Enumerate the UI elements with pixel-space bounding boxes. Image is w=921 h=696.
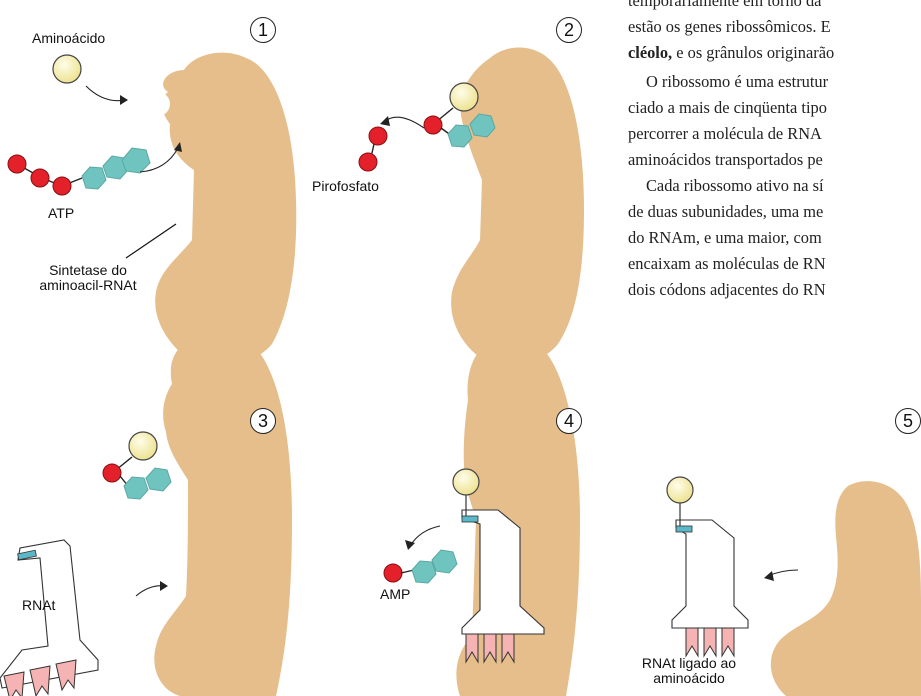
label-aminoacido: Aminoácido — [32, 30, 105, 46]
text-line-3: cléolo, e os grânulos originarão — [628, 43, 834, 63]
atp-molecule — [8, 148, 150, 195]
label-rnat-ligado: RNAt ligado ao aminoácido — [634, 656, 744, 686]
amp-molecule — [384, 550, 457, 583]
panel-2 — [359, 48, 584, 366]
label-rnat-ligado-line2: aminoácido — [634, 671, 744, 686]
pyrophosphate-molecule — [359, 127, 387, 171]
text-line-3-bold: cléolo, — [628, 43, 672, 62]
text-line-2: estão os genes ribossômicos. E — [628, 17, 831, 37]
trna-charged — [667, 477, 748, 656]
text-line-3-rest: e os grânulos originarão — [672, 43, 834, 62]
label-atp: ATP — [48, 205, 74, 221]
step-number-3: 3 — [250, 408, 276, 434]
panel-3 — [0, 332, 292, 696]
step-number-2: 2 — [556, 17, 582, 43]
text-line-11: encaixam as moléculas de RN — [628, 254, 826, 274]
text-line-8: Cada ribossomo ativo na sí — [646, 176, 824, 196]
text-line-10: do RNAm, e uma maior, com — [628, 228, 822, 248]
text-line-5: ciado a mais de cinqüenta tipo — [628, 98, 827, 118]
amino-acid-molecule — [129, 432, 157, 460]
text-line-6: percorrer a molécula de RNA — [628, 124, 822, 144]
panel-4 — [384, 338, 580, 696]
text-line-7: aminoácidos transportados pe — [628, 150, 823, 170]
label-rnat: RNAt — [22, 597, 55, 613]
synthetase-enzyme — [155, 53, 296, 366]
amino-acid-molecule — [450, 83, 478, 111]
synthetase-enzyme — [771, 481, 921, 696]
label-rnat-ligado-line1: RNAt ligado ao — [634, 656, 744, 671]
synthetase-enzyme — [154, 332, 292, 696]
text-line-12: dois códons adjacentes do RN — [628, 280, 826, 300]
step-number-1: 1 — [250, 17, 276, 43]
label-pirofosfato: Pirofosfato — [312, 178, 379, 194]
label-sintetase-line1: Sintetase do — [28, 263, 148, 278]
label-amp: AMP — [380, 586, 410, 602]
amino-acid-molecule — [53, 55, 81, 83]
label-sintetase: Sintetase do aminoacil-RNAt — [28, 263, 148, 293]
text-line-1: temporariamente em torno da — [628, 0, 821, 11]
text-line-4: O ribossomo é uma estrutur — [646, 72, 828, 92]
step-number-4: 4 — [556, 408, 582, 434]
label-sintetase-line2: aminoacil-RNAt — [28, 278, 148, 293]
step-number-5: 5 — [895, 408, 921, 434]
text-line-9: de duas subunidades, uma me — [628, 202, 823, 222]
trna-molecule — [0, 540, 98, 696]
